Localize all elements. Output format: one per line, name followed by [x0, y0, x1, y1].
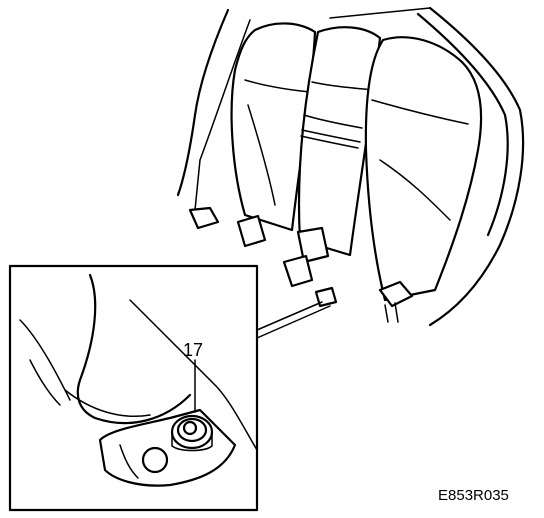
seat-back-edge — [129, 299, 258, 451]
right-headrest-seam — [371, 99, 469, 125]
detail-pointer-lines — [256, 301, 331, 339]
left-belt-strap — [194, 19, 251, 211]
detail-inset: 17 — [8, 264, 259, 512]
figure-code: E853R035 — [438, 487, 509, 504]
buckle-tongue — [282, 254, 314, 288]
seat-mount-bracket — [314, 286, 338, 308]
right-seat-panel — [379, 159, 451, 221]
left-side-bolster — [176, 8, 230, 197]
left-seat-back — [230, 22, 317, 232]
body-pillar-outline — [428, 6, 525, 327]
callout-number: 17 — [183, 340, 203, 360]
seat-fabric-fold — [19, 319, 71, 406]
left-headrest-seam — [244, 79, 311, 93]
cushion-seam — [64, 389, 151, 417]
left-belt-anchor — [188, 206, 220, 230]
center-belt-latch — [236, 214, 267, 248]
middle-belt-latch — [296, 226, 330, 264]
body-rear-shelf — [329, 7, 431, 19]
rear-seat-backrest — [176, 6, 525, 327]
body-pillar-inner — [416, 12, 509, 237]
center-armrest-top — [303, 114, 363, 129]
left-seat-panel — [247, 104, 276, 206]
right-belt-latch — [378, 280, 414, 308]
right-belt-strap — [384, 302, 399, 323]
bracket-hole — [141, 446, 169, 474]
center-armrest-strap-1 — [301, 129, 361, 143]
detail-frame — [8, 264, 259, 512]
right-seat-back — [364, 36, 483, 302]
bracket-edge — [119, 444, 139, 479]
seat-cushion-edge — [76, 273, 192, 425]
center-armrest-strap-2 — [300, 135, 359, 149]
center-seat-back — [297, 26, 382, 257]
bolt-17 — [170, 414, 214, 452]
